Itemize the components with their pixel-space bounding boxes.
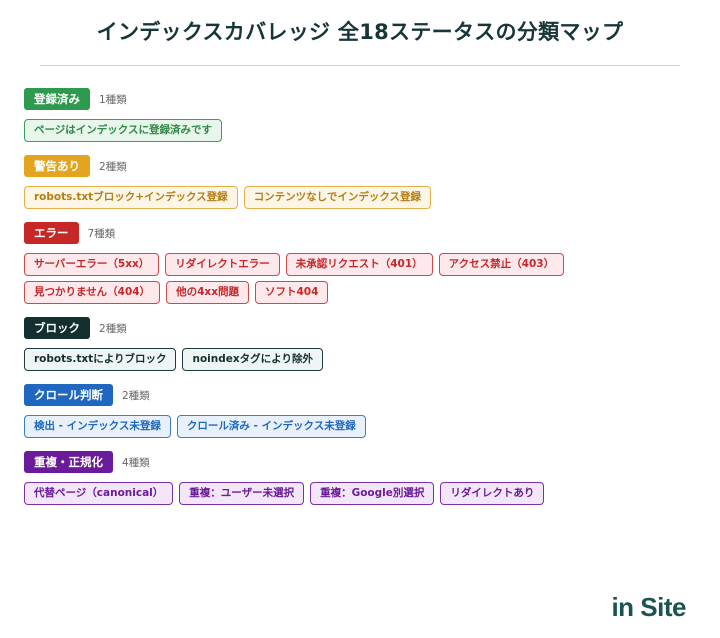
- status-pill: サーバーエラー（5xx）: [24, 253, 160, 276]
- category-group: 警告あり 2種類 robots.txtブロック+インデックス登録コンテンツなしでイン…: [24, 155, 704, 209]
- status-pill: リダイレクトあり: [440, 482, 545, 505]
- insite-logo: in Site: [611, 592, 686, 623]
- status-list: 検出 - インデックス未登録クロール済み - インデックス未登録: [24, 415, 704, 438]
- category-group: 重複・正規化 4種類代替ページ（canonical）重複：ユーザー未選択重複：Go…: [24, 451, 704, 505]
- group-header: エラー 7種類: [24, 222, 704, 244]
- status-pill: アクセス禁止（403）: [438, 253, 565, 276]
- status-list: robots.txtブロック+インデックス登録コンテンツなしでインデックス登録: [24, 186, 704, 209]
- status-pill: 未承認リクエスト（401）: [285, 253, 433, 276]
- title-divider: [40, 65, 680, 66]
- status-pill: noindexタグにより除外: [182, 348, 323, 371]
- category-group: クロール判断 2種類検出 - インデックス未登録クロール済み - インデックス未登…: [24, 384, 704, 438]
- category-count: 4種類: [122, 456, 150, 469]
- status-pill: 他の4xx問題: [166, 281, 249, 304]
- category-group: エラー 7種類サーバーエラー（5xx）リダイレクトエラー未承認リクエスト（401）…: [24, 222, 704, 304]
- category-count: 7種類: [87, 227, 116, 240]
- status-list: 代替ページ（canonical）重複：ユーザー未選択重複：Google別選択リダ…: [24, 482, 704, 505]
- status-pill: コンテンツなしでインデックス登録: [243, 186, 432, 209]
- status-pill: ソフト404: [254, 281, 329, 304]
- logo-suffix: Site: [640, 592, 686, 622]
- status-pill: 検出 - インデックス未登録: [24, 415, 171, 438]
- category-badge: ブロック: [24, 317, 90, 339]
- group-header: クロール判断 2種類: [24, 384, 704, 406]
- status-pill: リダイレクトエラー: [165, 253, 280, 276]
- status-list: ページはインデックスに登録済みです: [24, 119, 704, 142]
- category-count: 2種類: [99, 160, 127, 173]
- category-group: 登録済み 1種類ページはインデックスに登録済みです: [24, 88, 704, 142]
- group-header: ブロック 2種類: [24, 317, 704, 339]
- category-badge: 警告あり: [24, 155, 90, 177]
- group-header: 警告あり 2種類: [24, 155, 704, 177]
- category-count: 2種類: [99, 322, 127, 335]
- category-badge: 重複・正規化: [24, 451, 113, 473]
- logo-prefix: in: [611, 592, 634, 622]
- status-pill: 見つかりません（404）: [24, 281, 161, 304]
- category-groups: 登録済み 1種類ページはインデックスに登録済みです警告あり 2種類 robots.tx…: [24, 88, 704, 518]
- status-list: サーバーエラー（5xx）リダイレクトエラー未承認リクエスト（401）アクセス禁止…: [24, 253, 704, 304]
- status-pill: ページはインデックスに登録済みです: [24, 119, 222, 142]
- status-pill: 重複：Google別選択: [310, 482, 435, 505]
- category-badge: クロール判断: [24, 384, 113, 406]
- status-pill: 重複：ユーザー未選択: [179, 482, 305, 505]
- page-title: インデックスカバレッジ 全18ステータスの分類マップ: [96, 20, 624, 44]
- category-count: 1種類: [99, 93, 127, 106]
- category-badge: 登録済み: [24, 88, 90, 110]
- status-pill: クロール済み - インデックス未登録: [176, 415, 366, 438]
- category-count: 2種類: [122, 389, 150, 402]
- status-pill: robots.txtによりブロック: [24, 348, 177, 371]
- group-header: 登録済み 1種類: [24, 88, 704, 110]
- status-pill: 代替ページ（canonical）: [24, 482, 174, 505]
- category-badge: エラー: [24, 222, 79, 244]
- status-pill: robots.txtブロック+インデックス登録: [24, 186, 238, 209]
- group-header: 重複・正規化 4種類: [24, 451, 704, 473]
